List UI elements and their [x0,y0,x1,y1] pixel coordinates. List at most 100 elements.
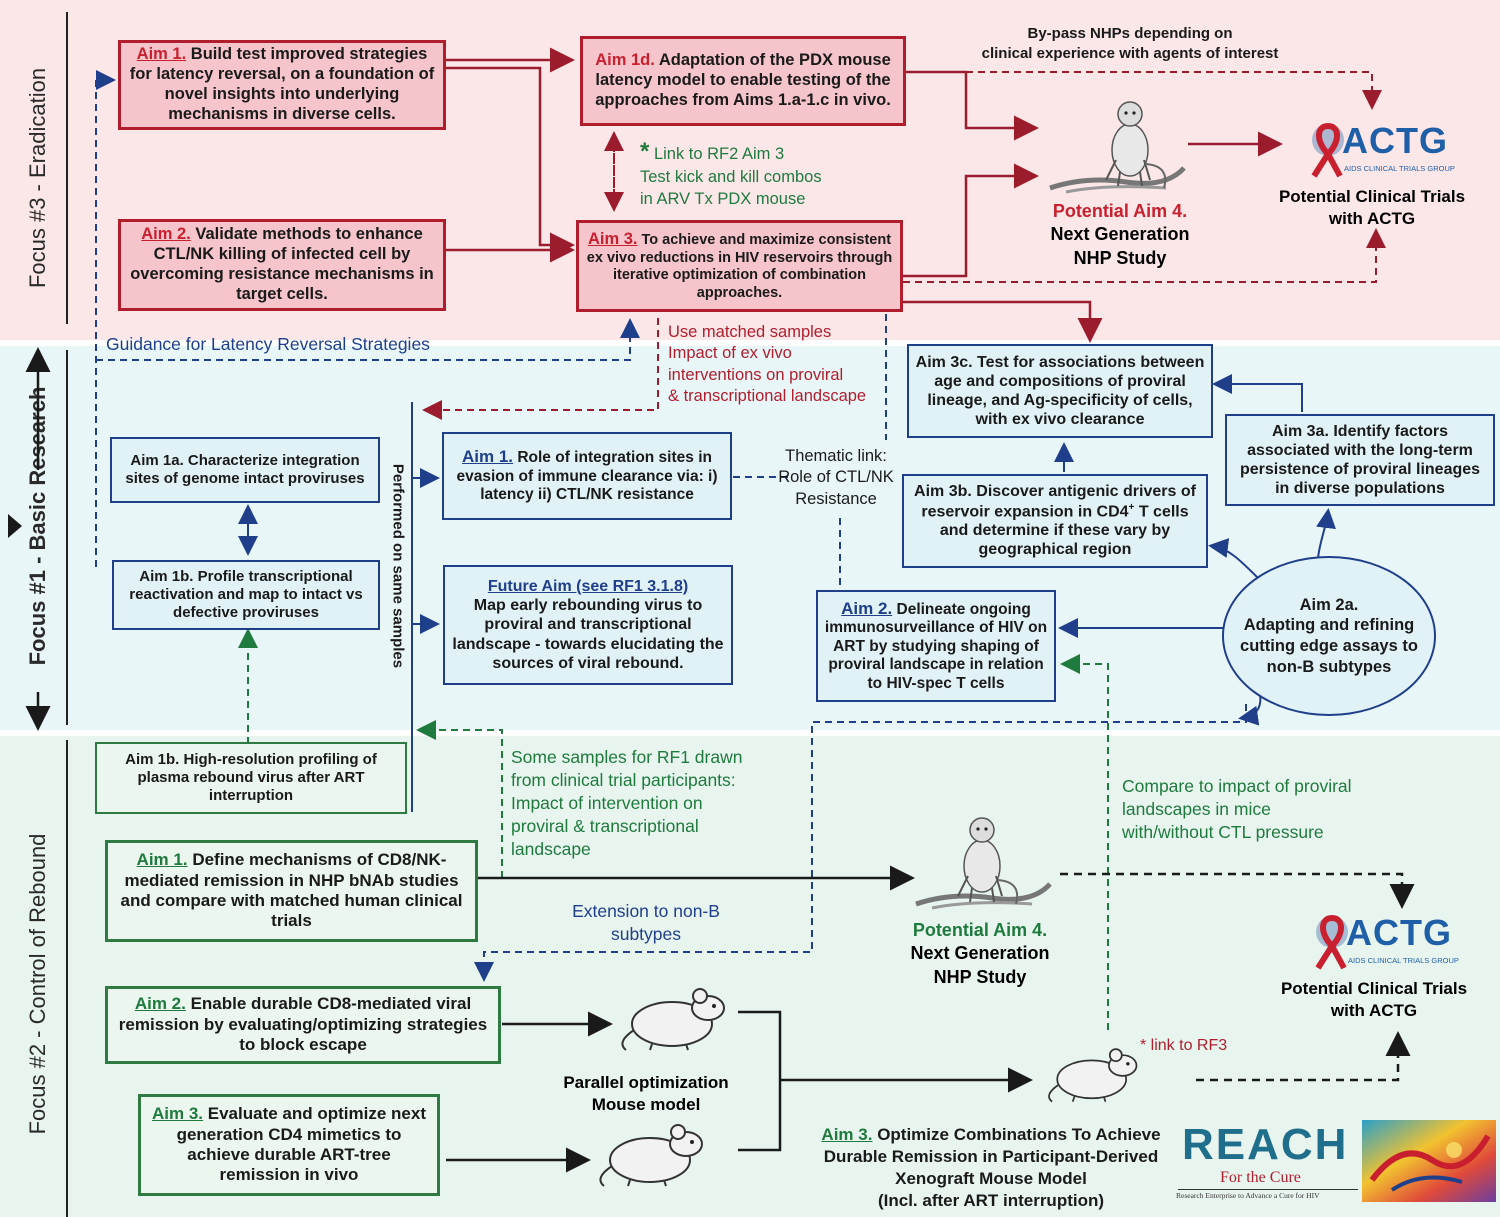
f1-aim3b-text-b: T cells and determine if these vary by g… [939,502,1189,559]
reach-word: REACH [1182,1120,1349,1169]
f2-aim3-box[interactable]: Aim 3. Evaluate and optimize next genera… [138,1094,440,1196]
f1-aim1b-label: Aim 1b. [139,568,194,585]
actg-ribbon-icon [1311,123,1344,178]
f1-aim3c-text: Test for associations between age and co… [927,353,1205,429]
guidance-label: Guidance for Latency Reversal Strategies [106,334,430,354]
f2-actg-label: Potential Clinical Trials with ACTG [1272,978,1476,1022]
f1-future-box[interactable]: Future Aim (see RF1 3.1.8) Map early reb… [443,565,733,685]
actg-ribbon-icon [1315,915,1348,970]
f1-aim1-label: Aim 1. [462,447,514,467]
f3-aim3-box[interactable]: Aim 3. To achieve and maximize consisten… [576,220,903,312]
monkey-icon [1049,101,1186,194]
f1-aim3a-box[interactable]: Aim 3a. Identify factors associated with… [1225,414,1495,506]
some-samples-l1: Some samples for RF1 drawn [511,747,743,767]
f1-aim1b-text: Profile transcriptional reactivation and… [129,568,363,621]
actg-word-top: ACTG [1342,120,1448,161]
f3-aim1d-label: Aim 1d. [595,51,655,70]
f2-aim2-label: Aim 2. [134,994,186,1014]
compare-note: Compare to impact of proviral landscapes… [1122,775,1352,844]
f2-aim1-box[interactable]: Aim 1. Define mechanisms of CD8/NK-media… [105,840,478,942]
use-matched-note: Use matched samples Impact of ex vivo in… [668,322,866,408]
f2-aim4-l1: Potential Aim 4. [912,920,1048,940]
reach-sub: For the Cure [1220,1169,1301,1186]
f3-aim4-label: Potential Aim 4. Next Generation NHP Stu… [1030,200,1210,270]
f1-aim3c-box[interactable]: Aim 3c. Test for associations between ag… [907,344,1213,438]
f1-aim2-content: Aim 2. Delineate ongoing immunosurveilla… [824,599,1048,694]
f1-aim1-box[interactable]: Aim 1. Role of integration sites in evas… [442,432,732,520]
f2-aim3-final-l3: Xenograft Mouse Model [895,1169,1087,1189]
f2-actg-l2: with ACTG [1330,1001,1418,1021]
f1-aim3b-box[interactable]: Aim 3b. Discover antigenic drivers of re… [902,474,1208,568]
some-samples-l5: landscape [511,839,591,860]
f2-aim3-text: Evaluate and optimize next generation CD… [176,1104,426,1185]
f1-aim1a-label: Aim 1a. [130,452,184,469]
actg-logo-top: ACTG AIDS CLINICAL TRIALS GROUP [1304,120,1455,180]
f2-aim1b-box[interactable]: Aim 1b. High-resolution profiling of pla… [95,742,407,814]
f2-aim1-content: Aim 1. Define mechanisms of CD8/NK-media… [114,850,469,932]
f3-aim3-label: Aim 3. [587,230,638,249]
performed-label: Performed on same samples [389,463,407,669]
f1-aim1a-box[interactable]: Aim 1a. Characterize integration sites o… [110,437,380,503]
parallel-l1: Parallel optimization [563,1073,729,1092]
some-samples-l2: from clinical trial participants: [511,770,736,791]
f2-aim3-final: Aim 3. Optimize Combinations To Achieve … [806,1124,1176,1212]
f2-aim4-l2: Next Generation [910,943,1050,964]
f2-aim3-final-l1: Aim 3. Optimize Combinations To Achieve [806,1124,1176,1146]
link-rf2-l3: in ARV Tx PDX mouse [640,189,806,208]
f2-aim3-label: Aim 3. [152,1104,204,1124]
f1-aim3c-label: Aim 3c. [915,353,973,371]
extension-note: Extension to non-B subtypes [556,900,736,946]
link-rf3-note: * link to RF3 [1140,1037,1228,1054]
f2-aim3-final-label: Aim 3. [821,1125,873,1144]
compare-l1: Compare to impact of proviral [1122,776,1352,796]
f2-aim2-content: Aim 2. Enable durable CD8-mediated viral… [114,994,492,1055]
bypass-note: By-pass NHPs depending on clinical exper… [960,24,1300,65]
actg-logo-bottom: ACTG AIDS CLINICAL TRIALS GROUP [1308,912,1459,972]
f1-aim3b-content: Aim 3b. Discover antigenic drivers of re… [910,482,1200,559]
reach-divider [1178,1189,1358,1190]
f1-aim2a-circle[interactable]: Aim 2a. Adapting and refining cutting ed… [1222,556,1436,716]
f1-aim2-text: Delineate ongoing immunosurveillance of … [824,600,1048,692]
f2-aim1b-text: High-resolution profiling of plasma rebo… [137,751,377,804]
f2-aim3-final-text: Optimize Combinations To Achieve [877,1125,1161,1144]
compare-l3: with/without CTL pressure [1122,822,1324,843]
thematic-l1: Thematic link: [785,447,887,465]
f3-aim1-text: Build test improved strategies for laten… [129,45,435,123]
f1-aim3b-text-a: Discover antigenic drivers of reservoir … [921,483,1196,520]
f1-aim1-text: Role of integration sites in evasion of … [456,449,718,504]
extension-l2: subtypes [610,923,682,944]
f1-aim2a-label: Aim 2a. [1299,595,1359,614]
f3-aim4-l1: Potential Aim 4. [1052,201,1188,221]
f3-aim2-content: Aim 2. Validate methods to enhance CTL/N… [127,225,437,304]
f2-aim3-final-l4: (Incl. after ART interruption) [877,1191,1105,1211]
f2-aim4-l3: NHP Study [933,966,1027,987]
focus3-divider [66,12,68,324]
f2-aim2-text: Enable durable CD8-mediated viral remiss… [118,994,488,1055]
parallel-l2: Mouse model [591,1095,701,1115]
focus1-divider [66,350,68,725]
f1-aim2a-text: Adapting and refining cutting edge assay… [1240,616,1418,676]
f3-aim4-l2: Next Generation [1050,224,1190,245]
link-rf2-star: * [640,138,650,165]
f3-aim2-label: Aim 2. [141,225,191,244]
mouse-icon [1048,1048,1138,1103]
f1-aim3a-text: Identify factors associated with the lon… [1239,422,1481,498]
f2-actg-l1: Potential Clinical Trials [1280,979,1468,998]
f1-aim1-content: Aim 1. Role of integration sites in evas… [450,447,724,505]
f2-aim1b-content: Aim 1b. High-resolution profiling of pla… [103,751,399,805]
f1-aim3b-label: Aim 3b. [914,483,972,501]
mouse-icon [621,988,725,1051]
f3-aim2-box[interactable]: Aim 2. Validate methods to enhance CTL/N… [118,219,446,311]
f1-aim2-box[interactable]: Aim 2. Delineate ongoing immunosurveilla… [816,590,1056,702]
f3-actg-l1: Potential Clinical Trials [1278,187,1466,206]
f1-aim3a-content: Aim 3a. Identify factors associated with… [1233,422,1487,499]
f2-aim4-label: Potential Aim 4. Next Generation NHP Stu… [890,919,1070,989]
link-rf2-l1: Link to RF2 Aim 3 [653,145,785,163]
link-rf2-note: * Link to RF2 Aim 3 Test kick and kill c… [640,136,822,210]
f2-aim2-box[interactable]: Aim 2. Enable durable CD8-mediated viral… [105,986,501,1064]
f1-future-label: Future Aim (see RF1 3.1.8) [487,578,689,596]
use-matched-l2: Impact of ex vivo [668,344,792,363]
f3-aim1-box[interactable]: Aim 1. Build test improved strategies fo… [118,40,446,130]
f1-aim1b-box[interactable]: Aim 1b. Profile transcriptional reactiva… [112,560,380,630]
f3-aim1d-box[interactable]: Aim 1d. Adaptation of the PDX mouse late… [580,36,906,126]
